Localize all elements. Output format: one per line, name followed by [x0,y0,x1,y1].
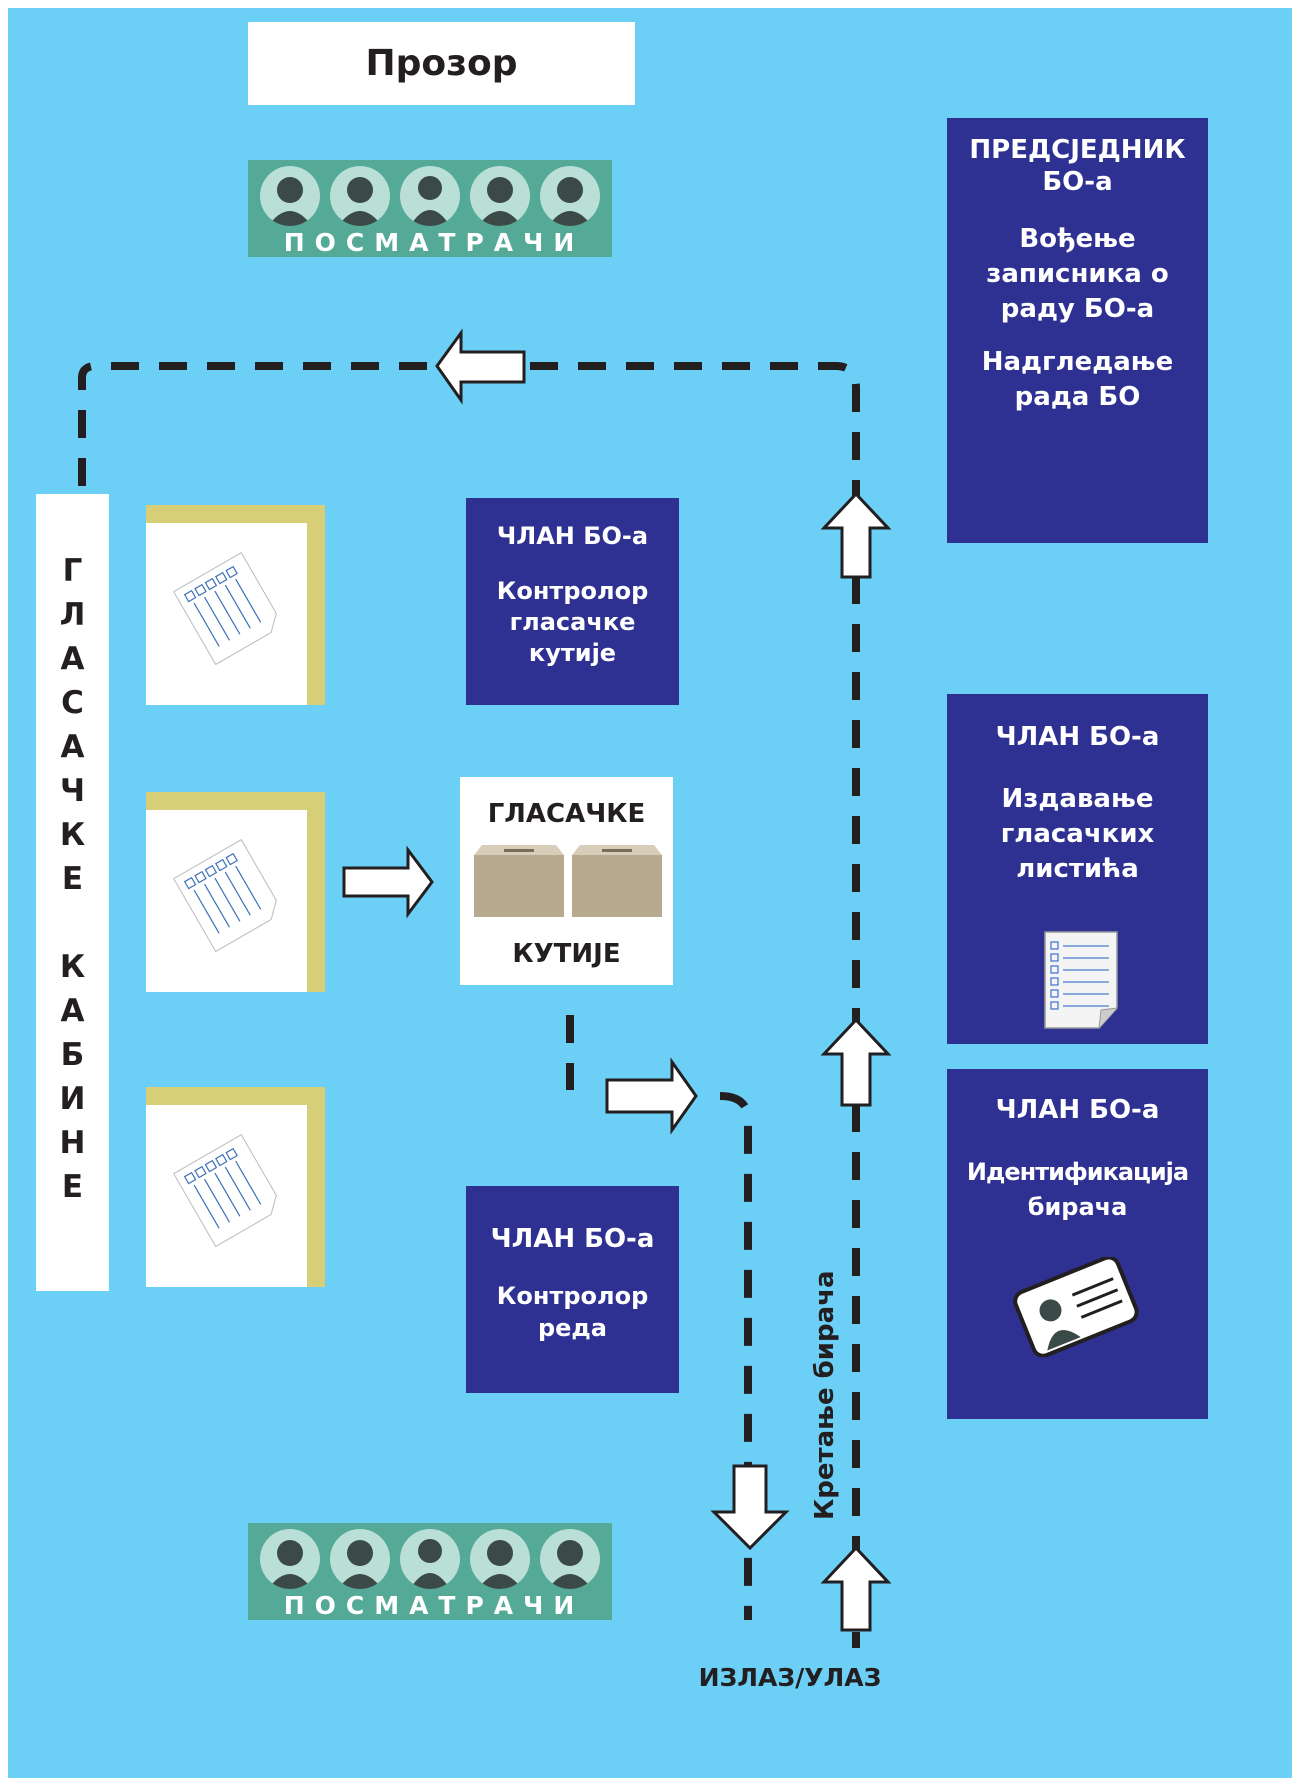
president-task-text: рада БО [1014,382,1141,412]
observers-group-bottom: ПОСМАТРАЧИ [248,1523,612,1620]
member-title: ЧЛАН БО-а [490,1224,655,1254]
voting-booths-letter: А [60,729,85,765]
ballot-paper-icon [173,1134,277,1247]
observer-icon [540,166,600,226]
member-role-text: гласачких [1000,819,1155,849]
voter-movement-label: Кретање бирача [810,1270,840,1520]
member-role-text: бирача [1027,1193,1128,1221]
voting-booths-letter: А [60,993,85,1029]
ballot-paper-icon [173,552,277,665]
observer-icon [400,1529,460,1589]
arrow-right-icon [342,845,434,919]
voting-booths-letter: Е [61,861,84,897]
voting-booths-letter: К [59,949,86,985]
member-role-text: Издавање [1001,784,1154,814]
president-box: ПРЕДСЈЕДНИК БО-а Вођење записника о раду… [947,118,1208,543]
member-title: ЧЛАН БО-а [496,522,649,550]
ballot-box-icon [474,845,662,917]
member-role-text: гласачке [509,608,636,636]
voting-booths-letter: Н [59,1125,86,1161]
member-title: ЧЛАН БО-а [995,722,1160,752]
president-task-text: раду БО-а [1000,294,1155,324]
president-task-text: Надгледање [981,347,1174,377]
flow-path-top-left [78,362,430,486]
ballot-boxes: ГЛАСАЧКЕ КУТИЈЕ [460,777,673,985]
window-label: Прозор [248,22,635,105]
ballot-paper-icon [173,839,277,952]
president-title: ПРЕДСЈЕДНИК [969,135,1186,165]
president-task-text: Вођење [1019,224,1136,254]
member-role-text: Идентификација [966,1158,1189,1186]
exit-entrance-label: ИЗЛАЗ/УЛАЗ [698,1663,882,1692]
ballot-boxes-label-bottom: КУТИЈЕ [512,939,621,969]
observer-icon [400,166,460,226]
arrow-down-icon [710,1464,790,1551]
member-box-controller: ЧЛАН БО-а Контролор гласачке кутије [466,498,679,705]
arrow-left-icon [435,328,526,405]
arrow-right-icon [605,1057,698,1135]
voting-booths-letter: Б [60,1037,85,1073]
president-title-suffix: БО-а [1042,167,1113,197]
president-task-text: записника о [986,259,1169,289]
voting-booths-letter: И [59,1081,86,1117]
member-role-text: листића [1016,854,1139,884]
arrow-up-icon [820,1017,892,1107]
ballot-paper-icon [1044,931,1118,1029]
voting-booths-letter: А [60,641,85,677]
flow-path-exit [719,1092,752,1620]
arrow-up-icon [820,491,892,579]
observer-icon [470,1529,530,1589]
member-title: ЧЛАН БО-а [995,1095,1160,1125]
voting-booth [146,792,325,992]
voting-booths-letter: Л [59,597,86,633]
voting-booths-letter: Ч [59,773,86,809]
member-role-text: реда [537,1314,608,1342]
member-role-text: кутије [528,639,617,667]
observers-label: ПОСМАТРАЧИ [283,1591,585,1620]
voting-booth [146,505,325,705]
observer-icon [260,1529,320,1589]
ballot-boxes-label-top: ГЛАСАЧКЕ [487,799,646,829]
observers-group-top: ПОСМАТРАЧИ [248,160,612,257]
observer-icon [330,166,390,226]
observer-icon [470,166,530,226]
id-card-icon [1013,1257,1139,1357]
member-ballot-issuing: ЧЛАН БО-а Издавање гласачких листића [947,694,1208,1044]
member-role-text: Контролор [496,577,649,605]
observer-icon [540,1529,600,1589]
voting-booths-letter: Г [62,553,83,589]
observer-icon [260,166,320,226]
flow-path-right [530,362,860,1648]
arrow-up-icon [820,1545,892,1632]
observers-label: ПОСМАТРАЧИ [283,228,585,257]
member-order-controller: ЧЛАН БО-а Контролор реда [466,1186,679,1393]
member-voter-identification: ЧЛАН БО-а Идентификација бирача [947,1069,1208,1419]
voting-booth [146,1087,325,1287]
observer-icon [330,1529,390,1589]
voting-booths-letter: С [61,685,84,721]
member-role-text: Контролор [496,1282,649,1310]
voting-booths-letter: К [59,817,86,853]
voting-booths-letter: Е [61,1169,84,1205]
